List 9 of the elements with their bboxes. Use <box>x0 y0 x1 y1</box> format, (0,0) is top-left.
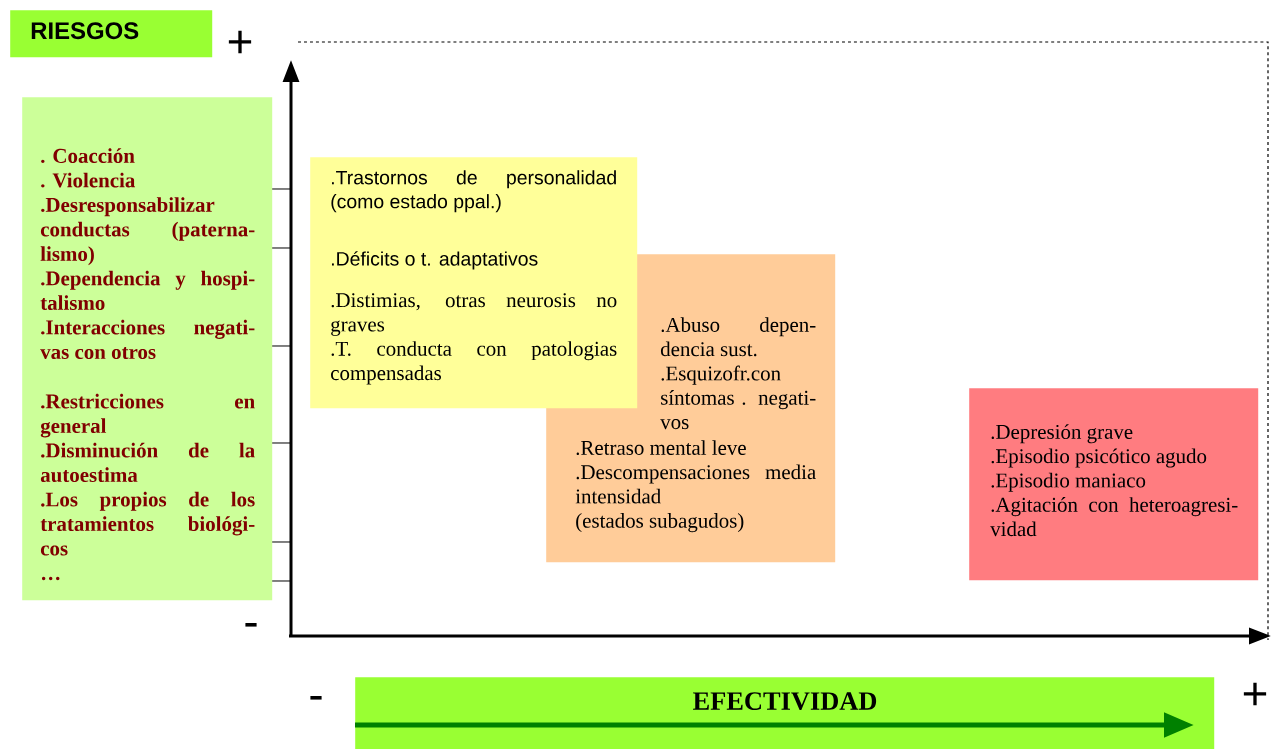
condition-box: .Depresión grave .Episodio psicótico agudo .Episodio maniaco .Agitación con heteroagresi- vidad <box>969 388 1259 581</box>
axis-band: EFECTIVIDAD <box>355 677 1215 749</box>
sign-label: - <box>310 696 322 700</box>
risk-list-box: . Coacción . Violencia .Desresponsabilizar conductas (paterna- lismo) .Dependencia y hospi- talismo .Interacciones negati- vas con otros .Restricciones en general .Disminución de la autoestima .Los propios de los tratamientos biológi- cos … <box>22 97 273 601</box>
category-band: RIESGOS <box>10 10 213 58</box>
sign-label: + <box>228 30 252 54</box>
condition-box: .Trastornos de personalidad (como estado ppal.) .Déficits o t. adaptativos .Distimias, otras neurosis no graves .T. conducta con patologias compensadas <box>310 157 638 409</box>
sign-label: + <box>1243 682 1267 706</box>
sign-label: - <box>245 623 257 627</box>
